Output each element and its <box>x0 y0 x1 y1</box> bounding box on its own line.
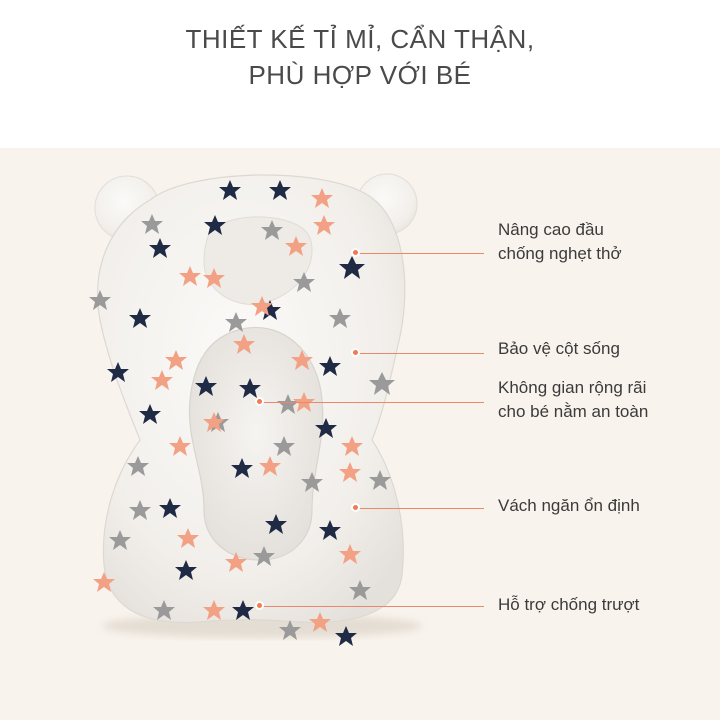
callout-head-line-2: chống nghẹt thở <box>498 244 622 263</box>
callout-line-spine <box>356 353 484 354</box>
head-recess <box>203 216 313 305</box>
callout-anti-slip: Hỗ trợ chống trượt <box>498 593 639 617</box>
callout-dot-space <box>255 397 264 406</box>
callout-dot-spine <box>351 348 360 357</box>
callout-space-line-1: Không gian rộng rãi <box>498 378 647 397</box>
callout-antislip-line-1: Hỗ trợ chống trượt <box>498 595 640 614</box>
callout-line-space <box>260 402 484 403</box>
callout-stable-divider: Vách ngăn ổn định <box>498 494 640 518</box>
callout-line-head <box>356 253 484 254</box>
callout-head-support: Nâng cao đầu chống nghẹt thở <box>498 218 622 266</box>
bath-cushion-image <box>89 173 422 646</box>
callout-line-divider <box>356 508 484 509</box>
callout-spine-line-1: Bảo vệ cột sống <box>498 339 620 358</box>
header: THIẾT KẾ TỈ MỈ, CẨN THẬN, PHÙ HỢP VỚI BÉ <box>0 0 720 148</box>
callout-dot-antislip <box>255 601 264 610</box>
star-pattern <box>89 180 395 646</box>
callout-spacious-seat: Không gian rộng rãi cho bé nằm an toàn <box>498 376 648 424</box>
callout-head-line-1: Nâng cao đầu <box>498 220 604 239</box>
callout-dot-head <box>351 248 360 257</box>
callout-spine-protection: Bảo vệ cột sống <box>498 337 620 361</box>
headline-line-1: THIẾT KẾ TỈ MỈ, CẨN THẬN, <box>185 24 535 54</box>
callout-dot-divider <box>351 503 360 512</box>
callout-line-antislip <box>260 606 484 607</box>
callout-divider-line-1: Vách ngăn ổn định <box>498 496 640 515</box>
headline-line-2: PHÙ HỢP VỚI BÉ <box>248 60 472 90</box>
callout-space-line-2: cho bé nằm an toàn <box>498 402 649 421</box>
